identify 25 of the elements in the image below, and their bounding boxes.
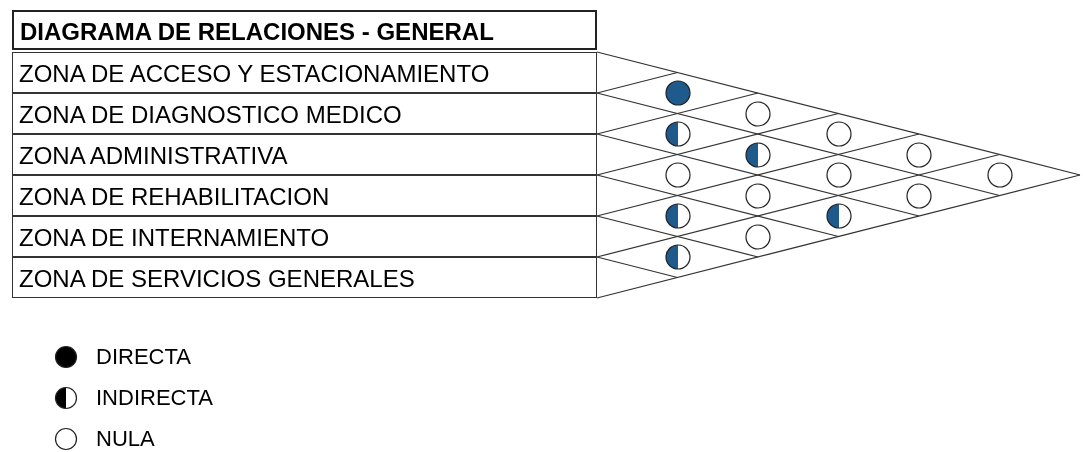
zone-label: ZONA DE INTERNAMIENTO <box>12 216 597 257</box>
zone-label: ZONA DE ACCESO Y ESTACIONAMIENTO <box>12 52 597 93</box>
zone-label: ZONA DE REHABILITACION <box>12 175 597 216</box>
half-filled-circle-icon <box>663 120 692 148</box>
empty-circle-icon <box>824 161 853 189</box>
half-filled-circle-icon <box>744 140 772 169</box>
legend-label: NULA <box>96 426 155 452</box>
half-filled-circle-icon <box>663 202 692 230</box>
diagram-title: DIAGRAMA DE RELACIONES - GENERAL <box>12 10 597 50</box>
half-filled-circle-icon <box>824 202 853 230</box>
empty-circle-icon <box>905 140 933 169</box>
empty-circle-icon <box>905 181 933 210</box>
empty-circle-icon <box>744 222 772 251</box>
zone-label: ZONA ADMINISTRATIVA <box>12 134 597 175</box>
empty-circle-icon <box>663 161 692 189</box>
empty-circle-icon <box>985 161 1014 189</box>
zone-label: ZONA DE SERVICIOS GENERALES <box>12 257 597 298</box>
legend-label: INDIRECTA <box>96 385 213 411</box>
filled-circle-icon <box>663 79 692 107</box>
empty-circle-icon <box>824 120 853 148</box>
zone-label: ZONA DE DIAGNOSTICO MEDICO <box>12 93 597 134</box>
legend-label: DIRECTA <box>96 344 191 370</box>
half-filled-circle-icon <box>663 243 692 271</box>
empty-circle-icon <box>744 181 772 210</box>
empty-circle-icon <box>744 99 772 128</box>
